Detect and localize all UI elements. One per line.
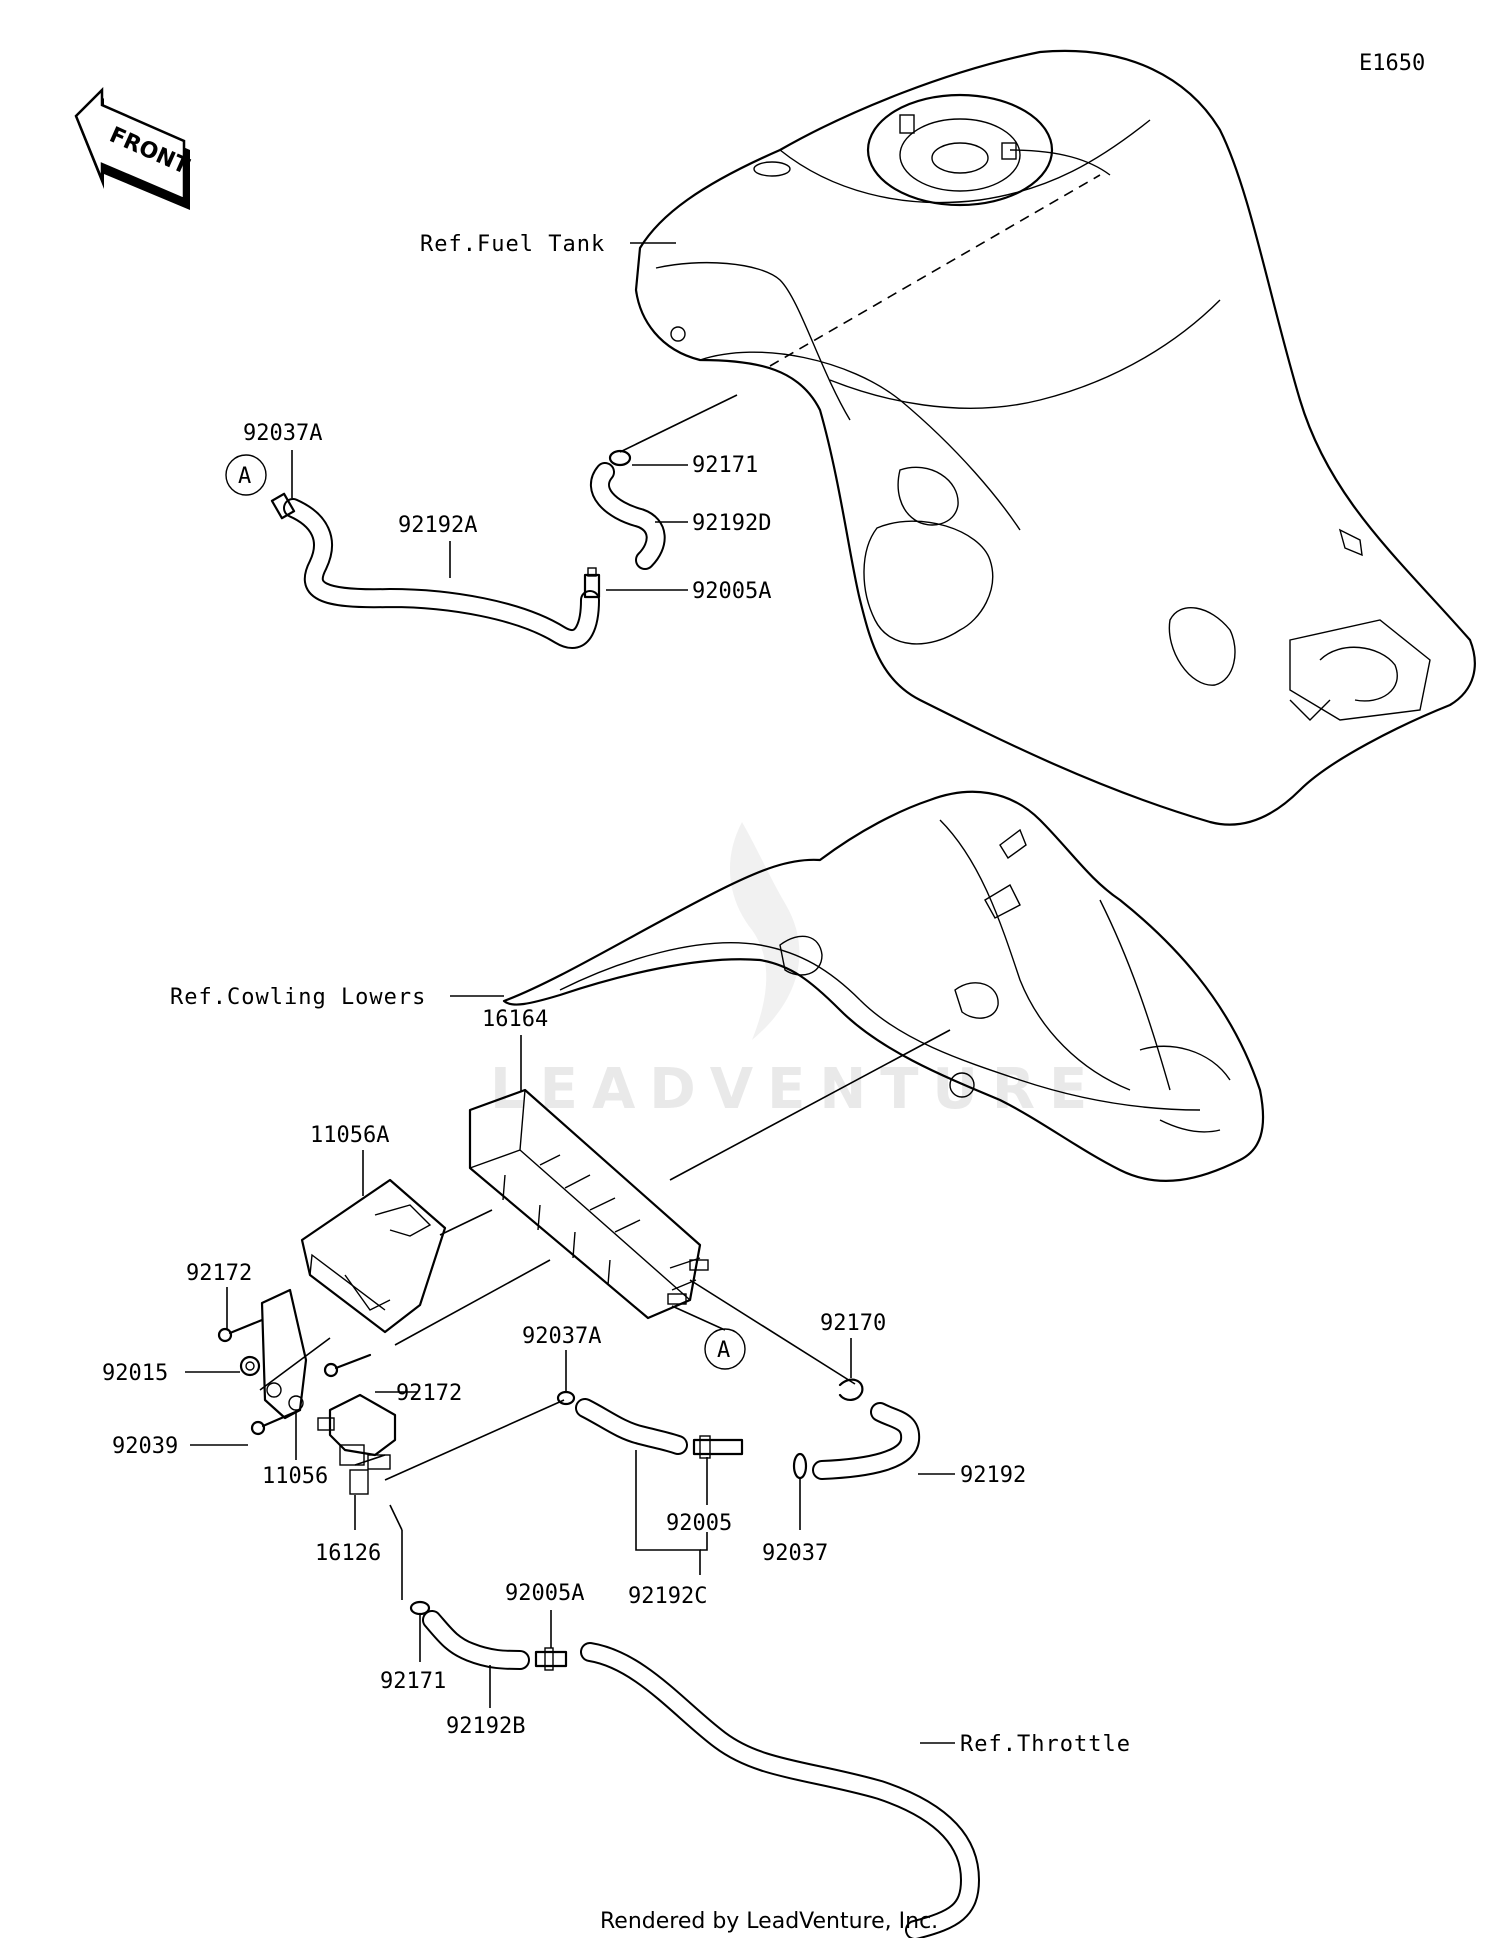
fitting-92005a-top-icon [583,567,601,599]
front-arrow-icon: FRONT [74,86,193,210]
label-92170: 92170 [820,1311,886,1336]
bracket-11056a-drawing [300,1178,447,1334]
watermark-text: LEADVENTURE [490,1057,1101,1122]
connector-a-top: A [225,454,267,496]
hose-92192d [590,462,666,570]
clamp-92171-top-icon [608,449,632,467]
clamp-92170-icon [838,1378,864,1401]
clamp-92037-icon [792,1452,808,1480]
leader-lines [185,242,955,1744]
label-92037: 92037 [762,1541,828,1566]
label-92037a-mid: 92037A [522,1324,601,1349]
footer-credit: Rendered by LeadVenture, Inc. [600,1909,938,1934]
label-16126: 16126 [315,1541,381,1566]
label-92171-bottom: 92171 [380,1669,446,1694]
label-92171-top: 92171 [692,453,758,478]
valve-16126-drawing [317,1393,397,1495]
label-11056: 11056 [262,1464,328,1489]
ref-fuel-tank: Ref.Fuel Tank [420,232,605,257]
label-92005a-bottom: 92005A [505,1581,584,1606]
clamp-92171-bottom-icon [409,1600,431,1616]
nut-92015-icon [239,1355,261,1377]
label-92037a-top: 92037A [243,421,322,446]
fuel-tank-drawing [634,49,1476,826]
ref-cowling-lowers: Ref.Cowling Lowers [170,985,426,1010]
label-92172-left: 92172 [186,1261,252,1286]
label-16164: 16164 [482,1007,548,1032]
ref-throttle: Ref.Throttle [960,1732,1131,1757]
label-92005a-top: 92005A [692,579,771,604]
bolt-92172-left-icon [217,1318,264,1343]
label-92192d: 92192D [692,511,771,536]
label-92192b: 92192B [446,1714,525,1739]
hose-92192c [575,1398,688,1455]
cowling-lowers-drawing [502,790,1265,1182]
label-92192c: 92192C [628,1584,707,1609]
fitting-92005-icon [692,1435,744,1459]
label-92005: 92005 [666,1511,732,1536]
diagram-id: E1650 [1359,51,1425,76]
label-92192a: 92192A [398,513,477,538]
label-92015: 92015 [102,1361,168,1386]
label-92039: 92039 [112,1434,178,1459]
hose-92192b [422,1610,530,1670]
label-11056a: 11056A [310,1123,389,1148]
bolt-92039-icon [250,1408,302,1436]
hose-throttle [580,1642,980,1938]
connector-a-top-label: A [238,464,251,489]
fitting-92005a-bottom-icon [534,1647,568,1671]
hose-92192 [812,1402,921,1480]
bracket-11056-drawing [260,1288,308,1420]
canister-16164-drawing [468,1088,709,1320]
part-labels: 92037A 92192A 92171 92192D 92005A Ref.Fu… [102,232,1131,1757]
clamp-92037a-top-icon [270,492,296,520]
hose-92192a [283,498,600,649]
connector-a-bottom: A [704,1328,746,1370]
connector-a-bottom-label: A [717,1338,730,1363]
bolt-92172-mid-icon [323,1353,372,1378]
label-92172-mid: 92172 [396,1381,462,1406]
label-92192: 92192 [960,1463,1026,1488]
